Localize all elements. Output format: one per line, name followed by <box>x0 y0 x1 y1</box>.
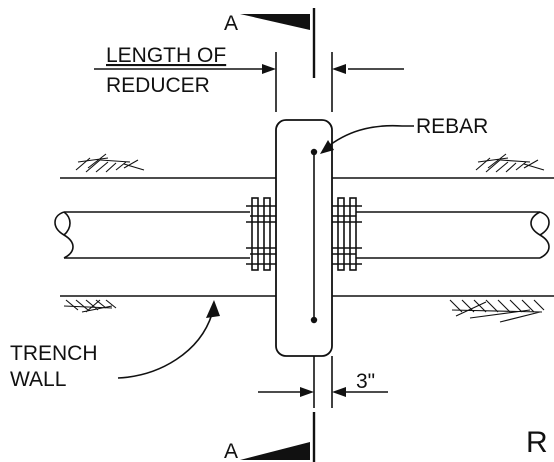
length-label-line1: LENGTH OF <box>106 44 226 67</box>
trench-leader <box>117 313 213 379</box>
flange-right <box>332 197 362 271</box>
dimension-label: 3" <box>356 370 375 393</box>
rebar-leader <box>325 124 414 149</box>
section-marker-top-icon <box>240 14 310 30</box>
arrowhead-dim-right-icon <box>332 387 346 397</box>
trench-label-line2: WALL <box>10 368 66 391</box>
section-marker-bottom-icon <box>240 442 310 460</box>
soil-hatch-top-left <box>75 153 145 173</box>
corner-letter: R <box>526 426 548 459</box>
trench-label-line1: TRENCH <box>10 342 98 365</box>
arrowhead-dim-left-icon <box>300 387 314 397</box>
soil-hatch-bottom-left <box>63 299 117 313</box>
arrowhead-trench-icon <box>206 300 220 318</box>
flange-left <box>246 197 276 271</box>
arrowhead-length-left-icon <box>262 64 276 74</box>
rebar-dot-bottom <box>310 316 318 324</box>
soil-hatch-top-right <box>475 153 545 173</box>
arrowhead-rebar-icon <box>320 140 334 154</box>
arrowhead-length-right-icon <box>332 64 346 74</box>
thrust-collar <box>275 119 333 357</box>
length-label-line2: REDUCER <box>106 74 210 97</box>
section-label-top: A <box>224 12 238 35</box>
pipe <box>54 211 550 259</box>
soil-hatch-bottom-right <box>449 299 545 323</box>
rebar-label: REBAR <box>416 115 488 138</box>
rebar-dot-top <box>310 148 318 156</box>
section-label-bottom: A <box>224 440 238 462</box>
